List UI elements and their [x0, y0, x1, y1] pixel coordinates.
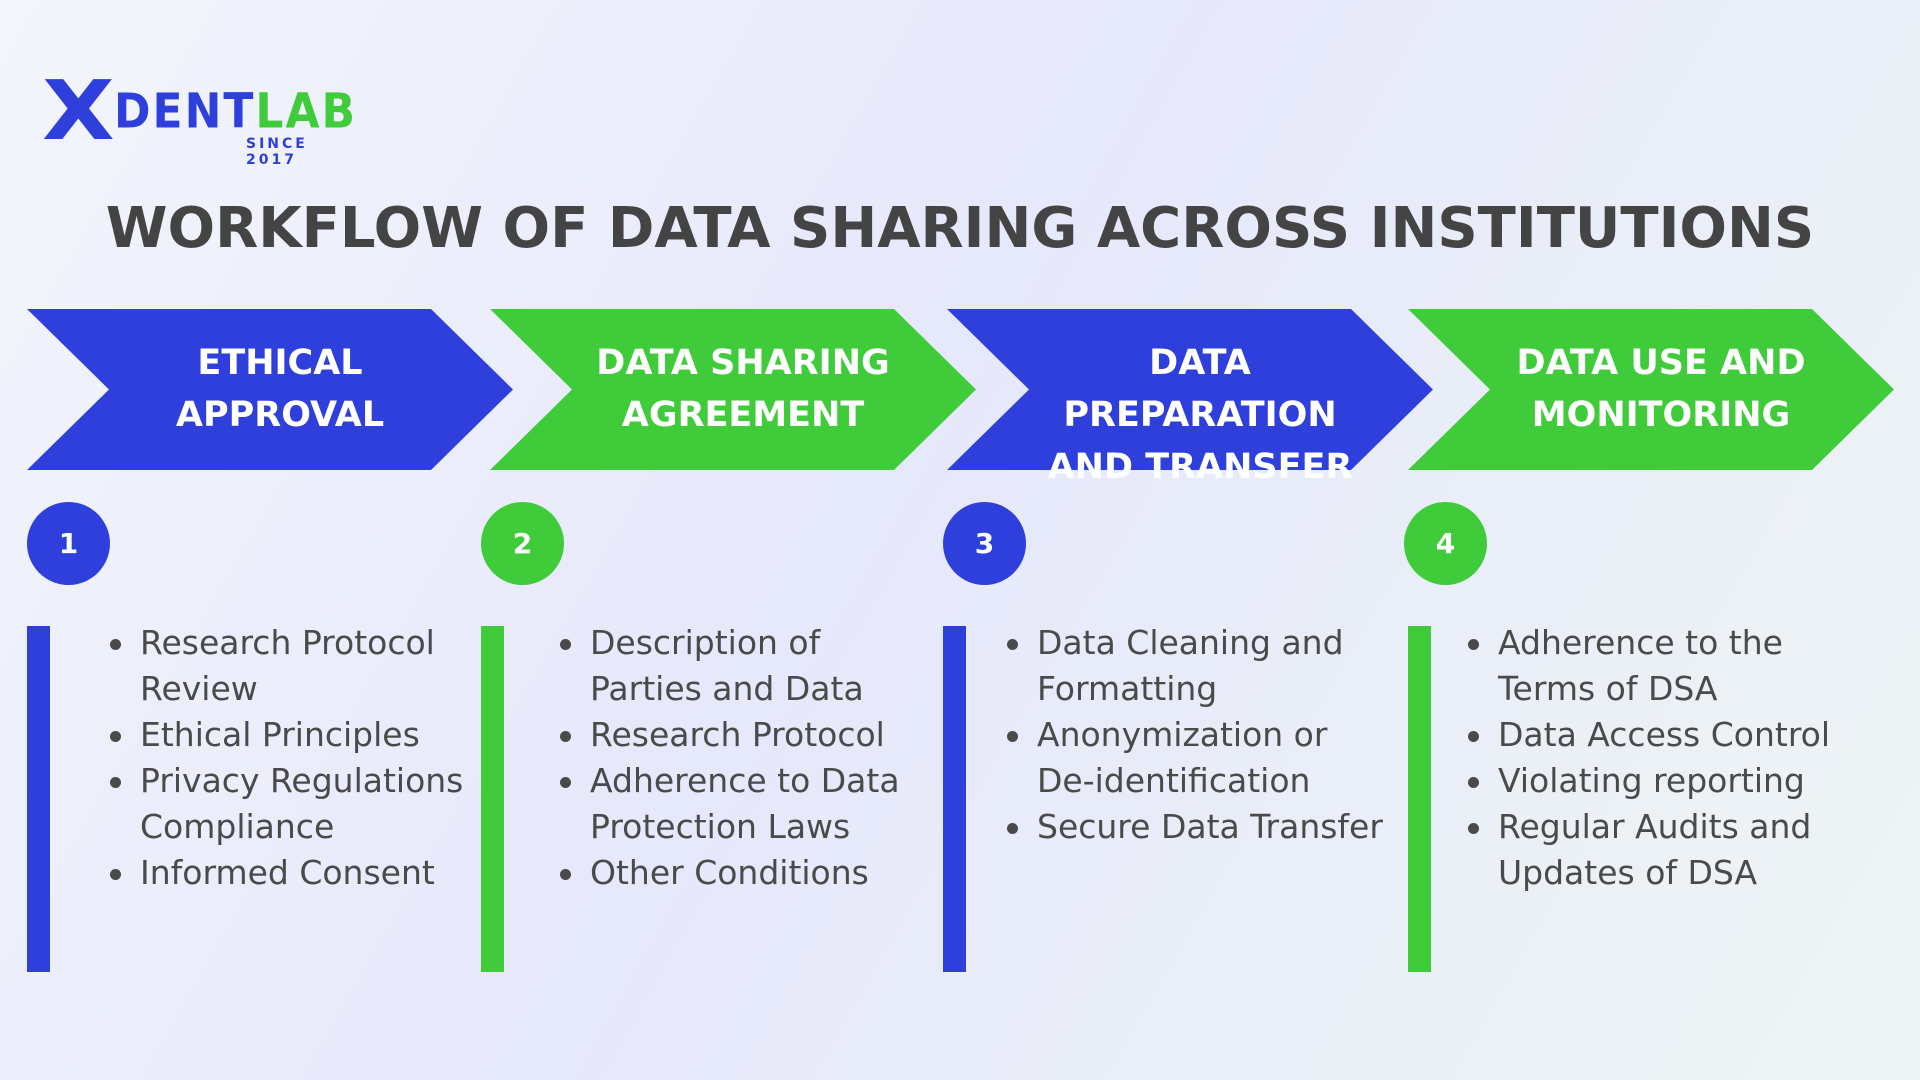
step-number-badge: 1	[27, 502, 110, 585]
step-accent-bar	[27, 626, 50, 972]
step-1-chevron: ETHICAL APPROVAL	[27, 309, 513, 470]
chevron-arrow-shape	[27, 309, 513, 470]
step-accent-bar	[481, 626, 504, 972]
logo-since: SINCE 2017	[246, 136, 308, 168]
step-title: ETHICAL APPROVAL	[107, 337, 453, 441]
step-number-badge: 2	[481, 502, 564, 585]
step-number-badge: 4	[1404, 502, 1487, 585]
step-title: DATA PREPARATION AND TRANSFER	[1027, 337, 1373, 493]
step-4-chevron: DATA USE AND MONITORING	[1408, 309, 1894, 470]
step-accent-bar	[1408, 626, 1431, 972]
step-title-line: ETHICAL	[197, 343, 363, 383]
step-3-chevron: DATA PREPARATION AND TRANSFER	[947, 309, 1433, 487]
chevron-arrow-shape	[1408, 309, 1894, 470]
list-item: Anonymization or De-identification	[1007, 712, 1387, 804]
list-item: Research Protocol	[560, 712, 940, 758]
logo-x-mark: X	[42, 64, 115, 159]
list-item: Adherence to Data Protection Laws	[560, 758, 940, 850]
list-item: Adherence to the Terms of DSA	[1468, 620, 1868, 712]
logo-dent: DENT	[114, 83, 256, 140]
list-item: Data Access Control	[1468, 712, 1868, 758]
xdentlab-logo: X DENTLAB SINCE 2017	[42, 64, 362, 168]
step-title-line: MONITORING	[1531, 395, 1791, 435]
list-item: Ethical Principles	[110, 712, 480, 758]
step-title-line: DATA PREPARATION	[1063, 343, 1337, 435]
step-2-chevron: DATA SHARING AGREEMENT	[490, 309, 976, 470]
list-item: Informed Consent	[110, 850, 480, 896]
list-item: Privacy Regulations Compliance	[110, 758, 480, 850]
list-item: Other Conditions	[560, 850, 940, 896]
step-title-line: APPROVAL	[175, 395, 385, 435]
step-title: DATA USE AND MONITORING	[1488, 337, 1834, 441]
list-item: Secure Data Transfer	[1007, 804, 1387, 850]
chevron-arrow-shape	[947, 309, 1433, 470]
step-title-line: DATA USE AND	[1516, 343, 1806, 383]
list-item: Data Cleaning and Formatting	[1007, 620, 1387, 712]
step-accent-bar	[943, 626, 966, 972]
step-title-line: AGREEMENT	[621, 395, 865, 435]
step-title-line: DATA SHARING	[596, 343, 890, 383]
logo-lab: LAB	[255, 83, 358, 140]
list-item: Regular Audits and Updates of DSA	[1468, 804, 1868, 896]
list-item: Violating reporting	[1468, 758, 1868, 804]
step-title: DATA SHARING AGREEMENT	[570, 337, 916, 441]
step-number-badge: 3	[943, 502, 1026, 585]
list-item: Description of Parties and Data	[560, 620, 940, 712]
list-item: Research Protocol Review	[110, 620, 480, 712]
page-title: WORKFLOW OF DATA SHARING ACROSS INSTITUT…	[105, 196, 1815, 261]
step-title-line: AND TRANSFER	[1047, 447, 1353, 487]
chevron-arrow-shape	[490, 309, 976, 470]
